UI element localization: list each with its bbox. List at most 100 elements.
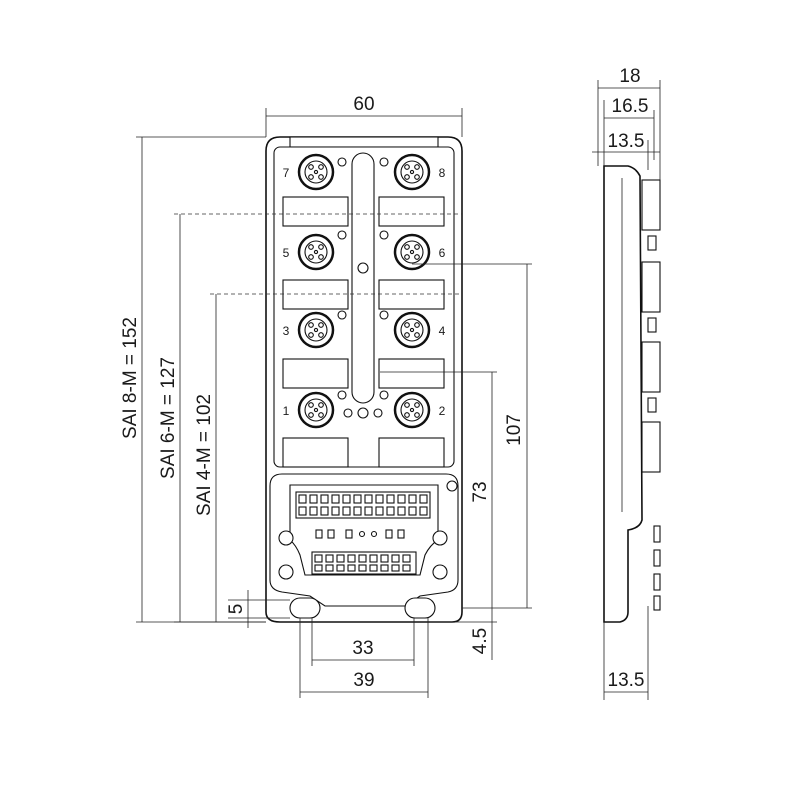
terminal-pin (309, 494, 318, 504)
terminal-pin (342, 494, 351, 504)
label-window (282, 279, 349, 310)
mount-hole (379, 310, 389, 320)
terminal-pin (364, 494, 373, 504)
mount-hole (379, 230, 389, 240)
side-view: 18 16.5 13.5 13.5 (592, 66, 661, 700)
terminal-pin (375, 494, 384, 504)
front-dimensions: 60 SAI 8-M = 152 SAI 6-M = 127 SAI 4-M =… (120, 94, 532, 698)
mount-hole (337, 157, 347, 167)
port-label: 3 (283, 324, 290, 338)
terminal-pin (298, 506, 307, 516)
port-label: 7 (283, 166, 290, 180)
side-pin (653, 525, 661, 543)
terminal-pin (397, 494, 406, 504)
side-connector-collar (647, 317, 657, 333)
terminal-pin (309, 506, 318, 516)
terminal-pin (347, 554, 356, 563)
terminal-pin (320, 506, 329, 516)
housing-top-cap (289, 136, 439, 148)
terminal-pin (391, 554, 400, 563)
terminal-block-top (295, 491, 431, 519)
terminal-pin (364, 506, 373, 516)
terminal-pin (347, 564, 356, 572)
mount-hole (357, 407, 369, 419)
port-6: 6 (393, 233, 446, 271)
mount-hole (337, 310, 347, 320)
mount-hole (379, 390, 389, 400)
port-5: 5 (283, 233, 335, 271)
label-window (378, 437, 445, 468)
mount-slot (289, 597, 321, 619)
dim-39: 39 (353, 670, 374, 691)
screw (432, 530, 448, 546)
screw (278, 530, 294, 546)
mount-hole (337, 390, 347, 400)
mount-hole (373, 408, 383, 418)
terminal-pin (325, 564, 334, 572)
dim-side-13-5-bottom: 13.5 (608, 670, 645, 691)
screw (278, 564, 294, 580)
terminal-pin (386, 506, 395, 516)
terminal-pin (325, 554, 334, 563)
mount-hole (337, 230, 347, 240)
side-housing (603, 165, 643, 623)
side-pin (653, 573, 661, 591)
jumper (370, 530, 378, 538)
dim-side-18: 18 (619, 66, 640, 87)
side-connector-collar (647, 235, 657, 251)
port-label: 5 (283, 246, 290, 260)
dim-height-8: SAI 8-M = 152 (120, 317, 141, 439)
label-window (282, 358, 349, 389)
terminal-pin (353, 494, 362, 504)
dim-4-5: 4.5 (470, 628, 491, 654)
jumper (315, 529, 323, 539)
dim-33: 33 (352, 638, 373, 659)
dim-width: 60 (353, 94, 374, 115)
terminal-pin (380, 554, 389, 563)
terminal-pin (314, 554, 323, 563)
jumper (397, 529, 405, 539)
mount-hole (357, 262, 369, 274)
jumper (345, 529, 353, 539)
port-2: 2 (393, 391, 446, 429)
port-1: 1 (283, 391, 335, 429)
screw (446, 480, 458, 492)
label-window (282, 437, 349, 468)
dim-side-16-5: 16.5 (612, 96, 649, 117)
mount-slot (404, 597, 436, 619)
jumper (385, 529, 393, 539)
terminal-pin (314, 564, 323, 572)
port-label: 1 (283, 404, 290, 418)
jumper (358, 530, 366, 538)
dim-5: 5 (226, 604, 247, 615)
label-window (378, 196, 445, 227)
terminal-pin (397, 506, 406, 516)
port-label: 2 (439, 404, 446, 418)
side-pin (653, 595, 661, 611)
side-connector (641, 261, 661, 313)
label-window (378, 358, 445, 389)
mount-hole (379, 157, 389, 167)
port-4: 4 (393, 311, 446, 349)
port-label: 4 (439, 324, 446, 338)
side-connector (641, 179, 661, 231)
port-3: 3 (283, 311, 335, 349)
mount-hole (343, 408, 353, 418)
terminal-pin (408, 494, 417, 504)
port-connectors: 7 8 5 6 (283, 153, 446, 429)
terminal-pin (369, 554, 378, 563)
port-8: 8 (393, 153, 446, 191)
dim-73: 73 (470, 481, 491, 502)
central-rail (351, 152, 375, 404)
label-window (378, 279, 445, 310)
terminal-pin (342, 506, 351, 516)
terminal-pin (402, 564, 411, 572)
dim-height-6: SAI 6-M = 127 (158, 357, 179, 479)
terminal-pin (402, 554, 411, 563)
terminal-pin (320, 494, 329, 504)
terminal-pin (331, 506, 340, 516)
side-connector-collar (647, 397, 657, 413)
terminal-pin (353, 506, 362, 516)
port-label: 6 (439, 246, 446, 260)
